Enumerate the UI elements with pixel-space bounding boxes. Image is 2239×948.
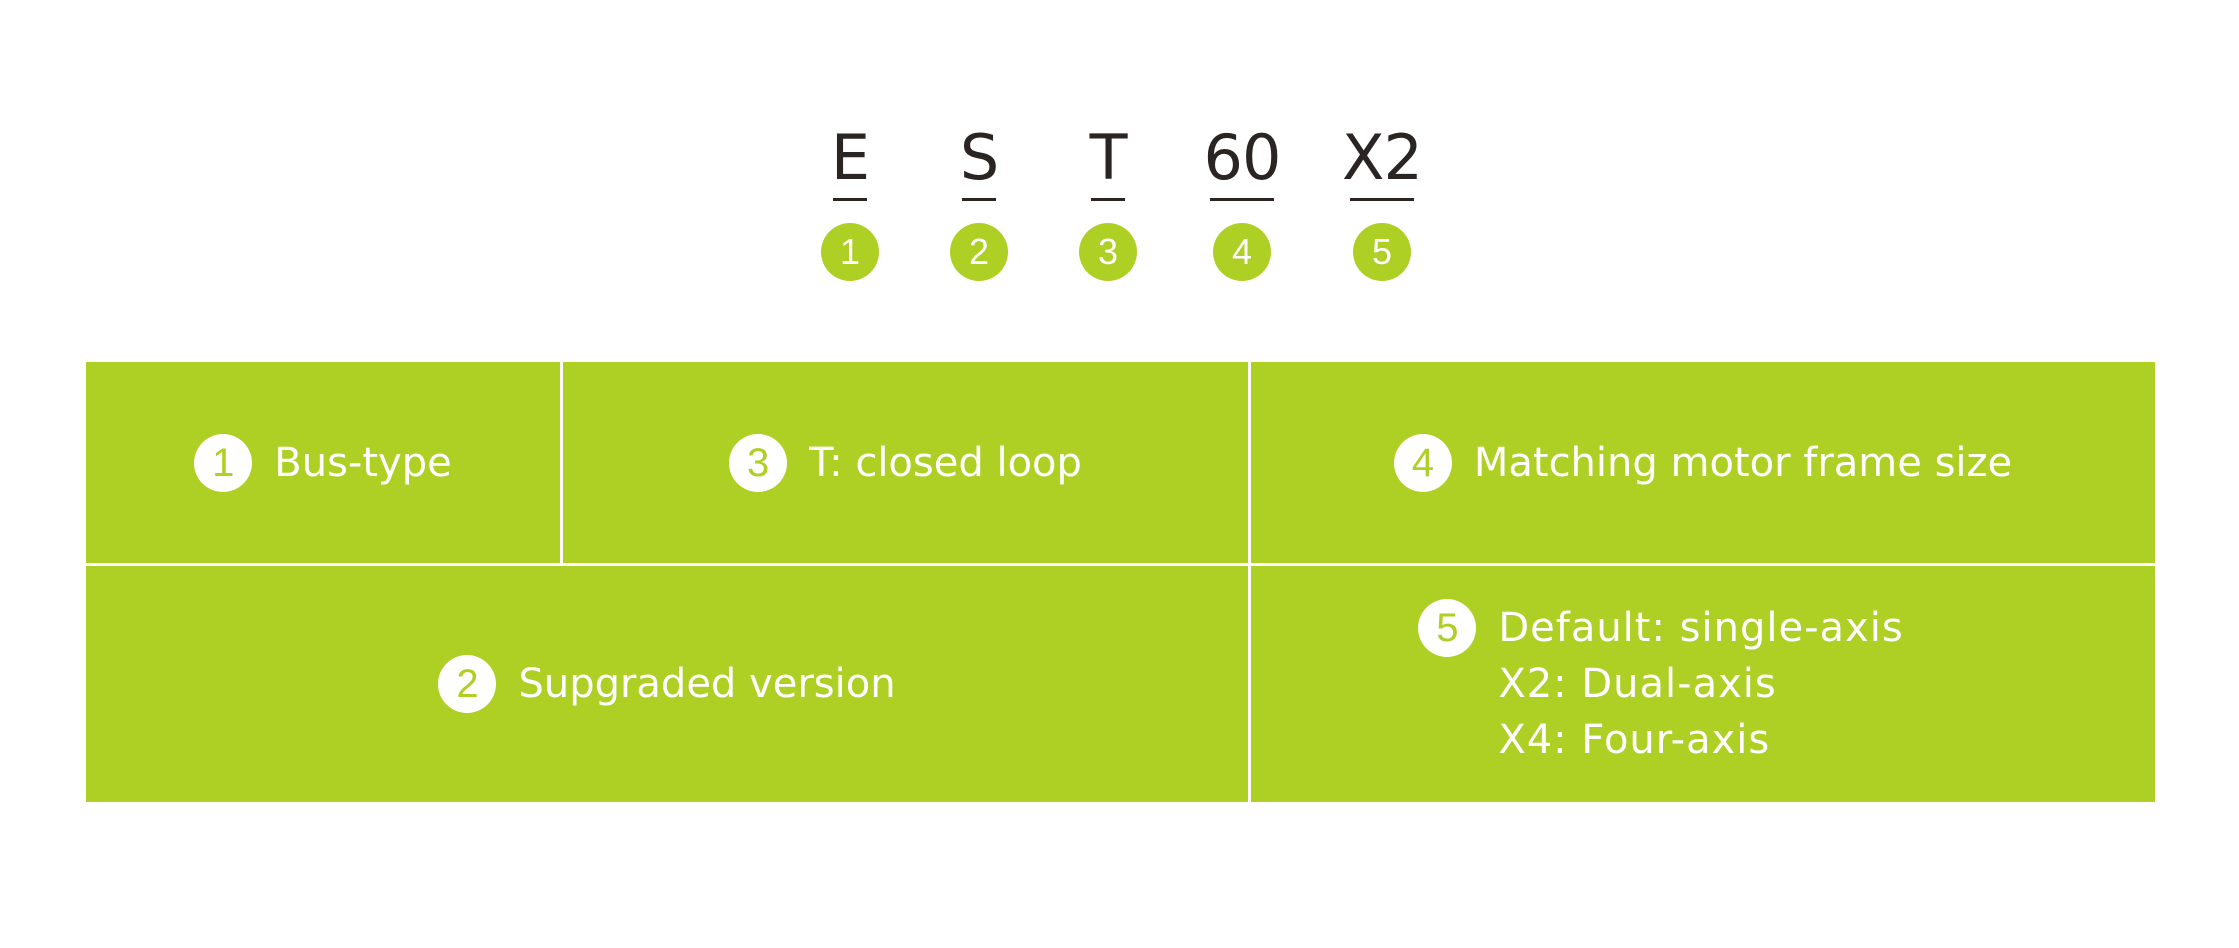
code-letter: T [1089,121,1128,194]
number-badge: 1 [194,433,253,492]
code-number-badge: 1 [821,223,879,281]
cell-closed-loop: 3 T: closed loop [563,362,1248,563]
code-number-badge: 5 [1353,223,1411,281]
cell-upgraded-version: 2 Supgraded version [86,566,1248,802]
cell-bus-type: 1 Bus-type [86,362,560,563]
code-letter: S [959,121,999,194]
axis-option-x2: X2: Dual-axis [1498,661,1777,707]
code-letter: E [830,121,870,194]
code-segment-4: 60 4 [1182,120,1302,281]
model-code: E 1 S 2 T 3 60 4 X2 5 [0,120,2239,290]
number-badge: 3 [729,433,788,492]
code-segment-2: S 2 [919,120,1039,281]
axis-option-x4: X4: Four-axis [1498,717,1771,763]
code-number-badge: 2 [950,223,1008,281]
cell-frame-size: 4 Matching motor frame size [1251,362,2155,563]
code-letter: 60 [1203,121,1282,194]
table-divider [1248,362,1251,802]
cell-axis-count: 5 Default: single-axis X2: Dual-axis X4:… [1251,566,2155,802]
table-divider [86,563,2155,566]
cell-label: T: closed loop [809,439,1082,486]
code-underline [1210,198,1274,201]
code-underline [1091,198,1125,201]
code-legend-table: 1 Bus-type 3 T: closed loop 4 Matching m… [86,362,2155,802]
code-segment-1: E 1 [790,120,910,281]
number-badge: 4 [1393,433,1452,492]
number-badge: 2 [438,655,497,713]
cell-label: Supgraded version [518,661,896,707]
cell-label: Matching motor frame size [1473,439,2013,486]
code-number-badge: 3 [1079,223,1137,281]
axis-options: Default: single-axis X2: Dual-axis X4: F… [1498,600,1903,768]
code-underline [1350,198,1414,201]
code-letter: X2 [1342,121,1423,194]
number-badge: 5 [1418,599,1477,657]
code-underline [833,198,867,201]
code-segment-5: X2 5 [1322,120,1442,281]
cell-label: Bus-type [274,439,452,486]
axis-option-default: Default: single-axis [1498,605,1904,651]
code-segment-3: T 3 [1048,120,1168,281]
table-divider [560,362,563,565]
code-number-badge: 4 [1213,223,1271,281]
code-underline [962,198,996,201]
